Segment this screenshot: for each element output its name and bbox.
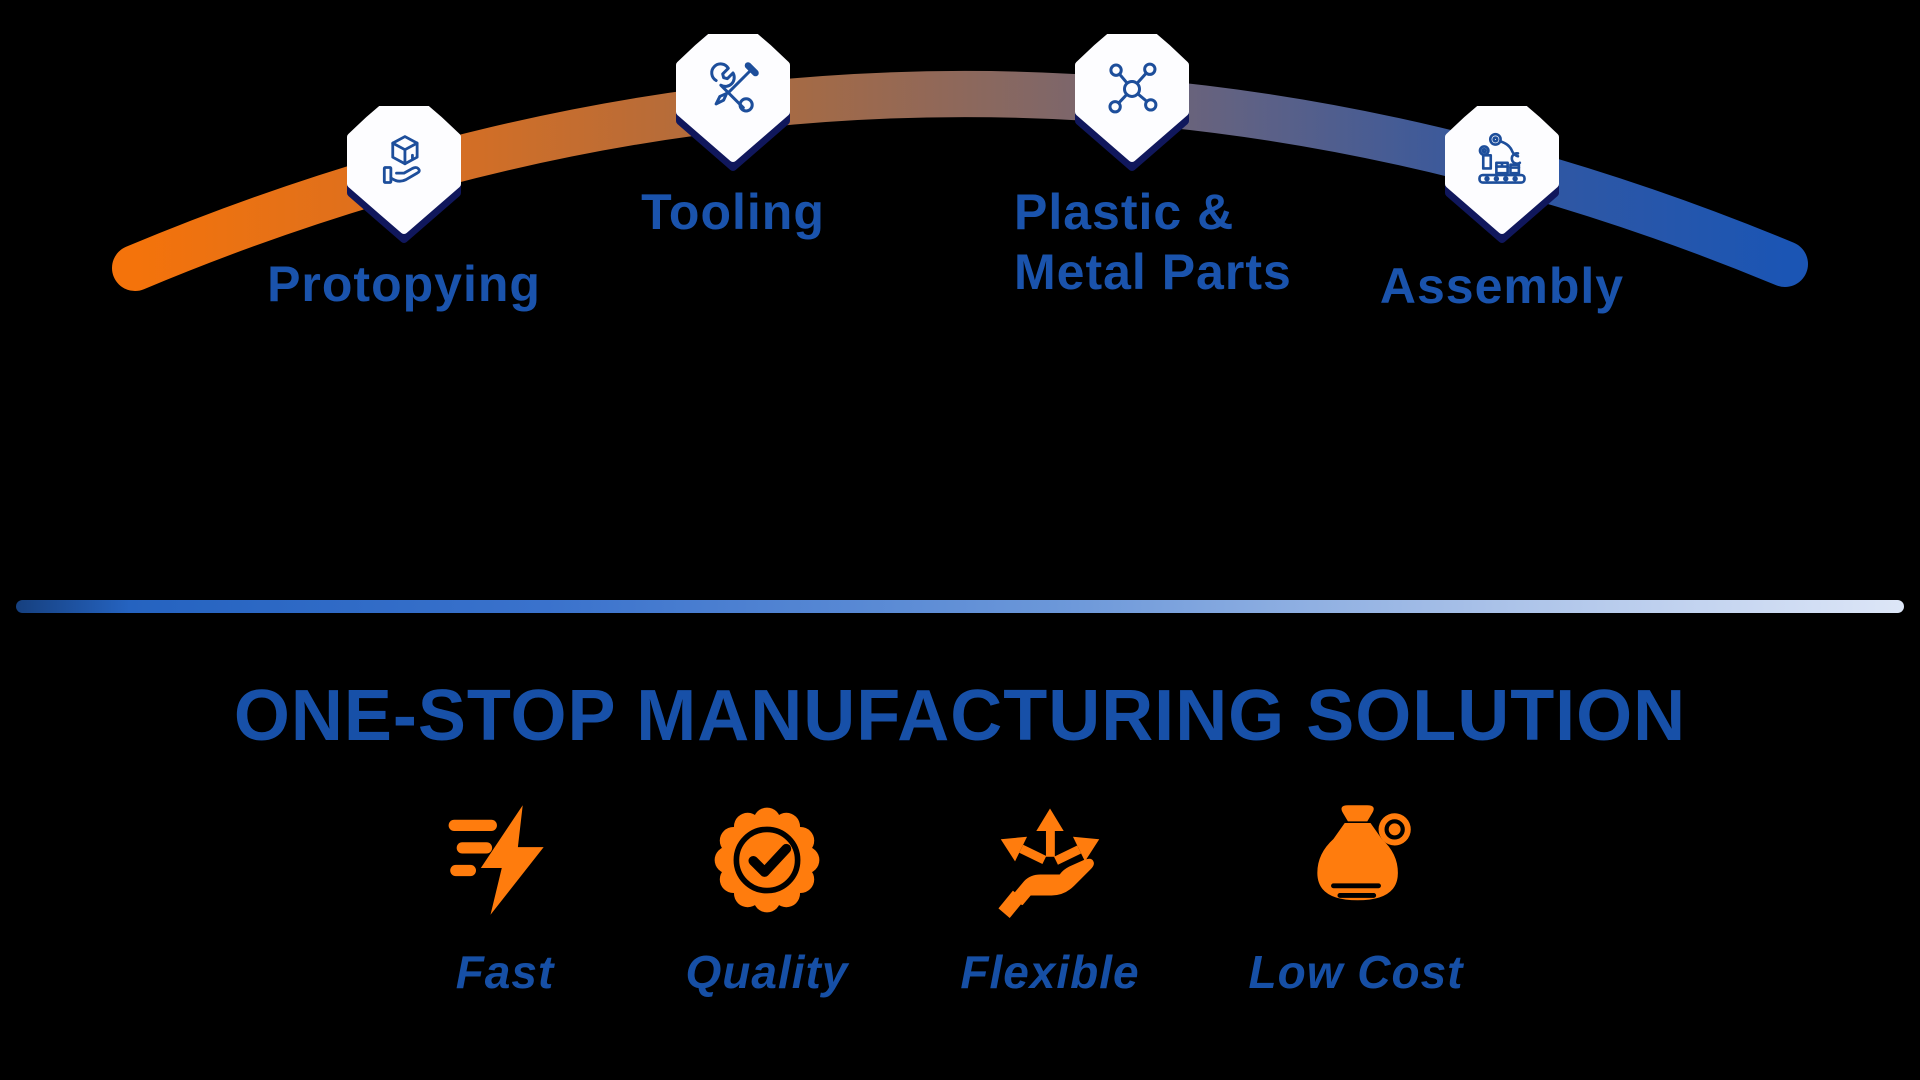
feature-quality: Quality bbox=[647, 802, 887, 999]
step-badge-plastic-metal bbox=[1074, 34, 1190, 176]
shield-badge bbox=[676, 34, 790, 171]
low-cost-money-bag-icon bbox=[1317, 805, 1411, 901]
step-badge-prototyping bbox=[346, 106, 462, 248]
tooling-wrench-screwdriver-icon bbox=[710, 62, 759, 113]
step-badge-assembly bbox=[1444, 106, 1560, 248]
shield-badge bbox=[347, 106, 461, 243]
section-heading: ONE-STOP MANUFACTURING SOLUTION bbox=[233, 676, 1687, 756]
feature-label: Quality bbox=[685, 946, 849, 998]
feature-low-cost: Low Cost bbox=[1236, 802, 1476, 999]
process-arc bbox=[112, 71, 1808, 291]
step-label-plastic-metal: Plastic & Metal Parts bbox=[1014, 184, 1292, 300]
step-label-prototyping: Protopying bbox=[267, 256, 541, 312]
flexible-hand-arrows-icon bbox=[994, 808, 1106, 918]
feature-label: Fast bbox=[455, 946, 555, 998]
quality-seal-check-icon bbox=[714, 807, 820, 913]
assembly-robot-arm-icon bbox=[1478, 132, 1526, 184]
feature-flexible: Flexible bbox=[930, 802, 1170, 999]
shield-badge bbox=[1445, 106, 1559, 243]
molecule-icon bbox=[1108, 62, 1158, 114]
step-label-assembly: Assembly bbox=[1379, 258, 1625, 314]
step-badge-tooling bbox=[675, 34, 791, 176]
feature-fast: Fast bbox=[385, 802, 625, 999]
prototyping-hand-cube-icon bbox=[382, 135, 421, 184]
gradient-divider bbox=[16, 600, 1904, 613]
step-label-tooling: Tooling bbox=[641, 184, 825, 240]
feature-label: Low Cost bbox=[1248, 946, 1464, 998]
speed-lightning-icon bbox=[448, 805, 544, 915]
feature-label: Flexible bbox=[960, 946, 1140, 998]
